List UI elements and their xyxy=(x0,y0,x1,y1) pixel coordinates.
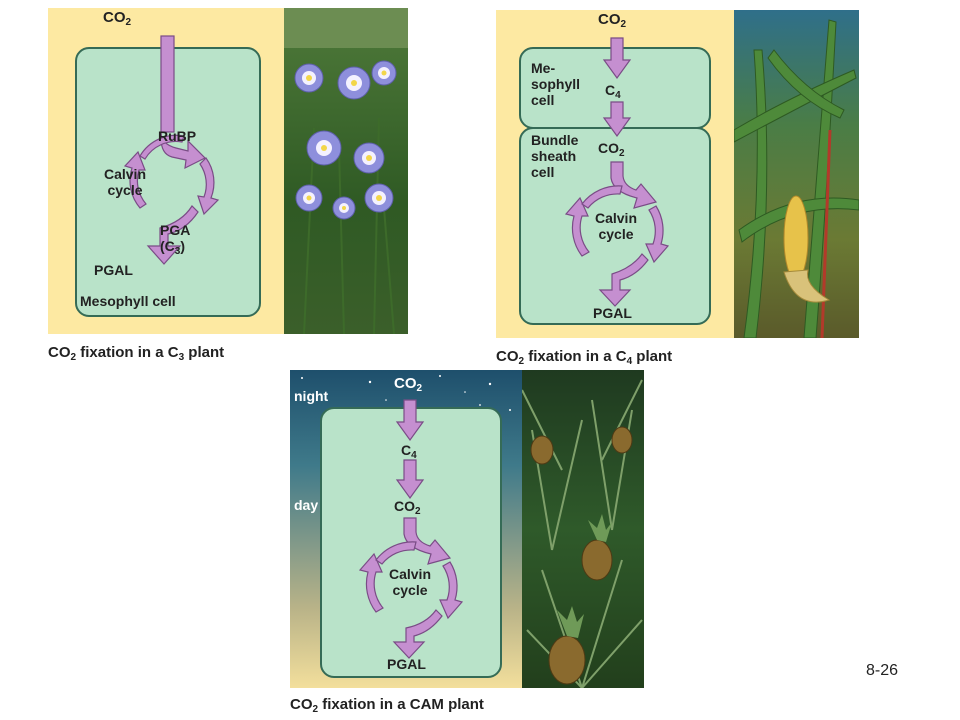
c4-inner-co2-label: CO2 xyxy=(598,140,625,159)
c3-flower-photo xyxy=(284,8,408,334)
c3-calvin-line2: cycle xyxy=(107,182,143,198)
c3-pga-label: PGA (C3) xyxy=(160,222,190,260)
c4-calvin-line2: cycle xyxy=(598,226,634,242)
c3-cycle-top-arc xyxy=(139,134,185,160)
c4-cycle-top-arc xyxy=(581,185,623,209)
c4-arrow-c4-to-co2 xyxy=(602,101,632,138)
cam-cycle-top-arc xyxy=(375,541,417,565)
cam-co2-label: CO2 xyxy=(394,375,423,395)
cam-night-label: night xyxy=(294,388,329,404)
c4-caption: CO2 fixation in a C4 plant xyxy=(496,348,673,367)
cam-cycle-left-arrow xyxy=(358,552,384,613)
c4-mesophyll-line2: sophyll xyxy=(531,76,581,92)
cam-cycle-entry-arrow xyxy=(403,517,452,565)
cam-c4-label: C4 xyxy=(401,442,417,461)
cam-pathway-arrows xyxy=(358,399,464,659)
cam-arrow-c4-to-co2 xyxy=(395,459,425,500)
c3-cycle-right-arrow xyxy=(197,157,220,216)
c4-corn-photo xyxy=(734,10,859,338)
c3-caption: CO2 fixation in a C3 plant xyxy=(48,344,225,363)
c3-rubp-label: RuBP xyxy=(158,128,197,144)
corn-plant-image xyxy=(734,19,859,338)
c3-co2-label: CO2 xyxy=(103,9,132,29)
c4-mesophyll-line1: Me- xyxy=(531,60,556,76)
c4-bundle-line1: Bundle xyxy=(531,132,579,148)
cam-caption: CO2 fixation in a CAM plant xyxy=(290,696,484,715)
c4-cycle-entry-arrow xyxy=(610,161,658,209)
c4-cycle-right-arrow xyxy=(645,205,670,264)
c4-calvin-label: Calvin cycle xyxy=(586,210,646,242)
c3-pgal-label: PGAL xyxy=(94,262,133,278)
c3-pga-line1: PGA xyxy=(160,222,191,238)
page-number: 8-26 xyxy=(866,662,899,679)
c3-calvin-label: Calvin cycle xyxy=(95,166,155,198)
c3-exit-arrow xyxy=(146,205,199,265)
c3-co2-arrow-shaft xyxy=(160,35,175,133)
cam-calvin-label: Calvin cycle xyxy=(380,566,440,598)
columbine-flowers-image xyxy=(284,8,408,334)
c4-exit-arrow xyxy=(598,253,649,307)
c4-bundle-sheath-cell xyxy=(519,127,711,325)
cam-cycle-right-arrow xyxy=(439,561,464,620)
c4-co2-label: CO2 xyxy=(598,11,627,31)
pineapple-plants-image xyxy=(522,379,643,688)
c4-c4-label: C4 xyxy=(605,82,621,101)
cam-calvin-line2: cycle xyxy=(392,582,428,598)
cam-arrow-co2-to-c4 xyxy=(395,399,425,442)
c3-pga-line2: (C3) xyxy=(160,238,186,257)
cam-inner-co2-label: CO2 xyxy=(394,498,421,517)
cam-calvin-line1: Calvin xyxy=(388,566,431,582)
cam-pgal-label: PGAL xyxy=(387,656,426,672)
c4-pgal-label: PGAL xyxy=(593,305,632,321)
c4-bundle-line3: cell xyxy=(531,164,555,180)
c3-mesophyll-label: Mesophyll cell xyxy=(80,293,176,309)
c4-arrow-co2-to-c4 xyxy=(602,37,632,80)
c4-bundle-label: Bundle sheath cell xyxy=(531,132,578,180)
c4-mesophyll-label: Me- sophyll cell xyxy=(531,60,580,108)
c4-calvin-line1: Calvin xyxy=(594,210,637,226)
cam-pineapple-photo xyxy=(522,370,644,688)
c4-pathway-arrows xyxy=(564,37,670,307)
c4-bundle-line2: sheath xyxy=(531,148,577,164)
c4-cycle-left-arrow xyxy=(564,196,590,257)
c3-calvin-line1: Calvin xyxy=(103,166,146,182)
c3-pathway-arrows xyxy=(123,35,220,265)
c4-mesophyll-line3: cell xyxy=(531,92,555,108)
cam-day-label: day xyxy=(294,497,319,513)
cam-exit-arrow xyxy=(392,609,443,659)
c3-cycle-left-arrow xyxy=(123,150,147,209)
